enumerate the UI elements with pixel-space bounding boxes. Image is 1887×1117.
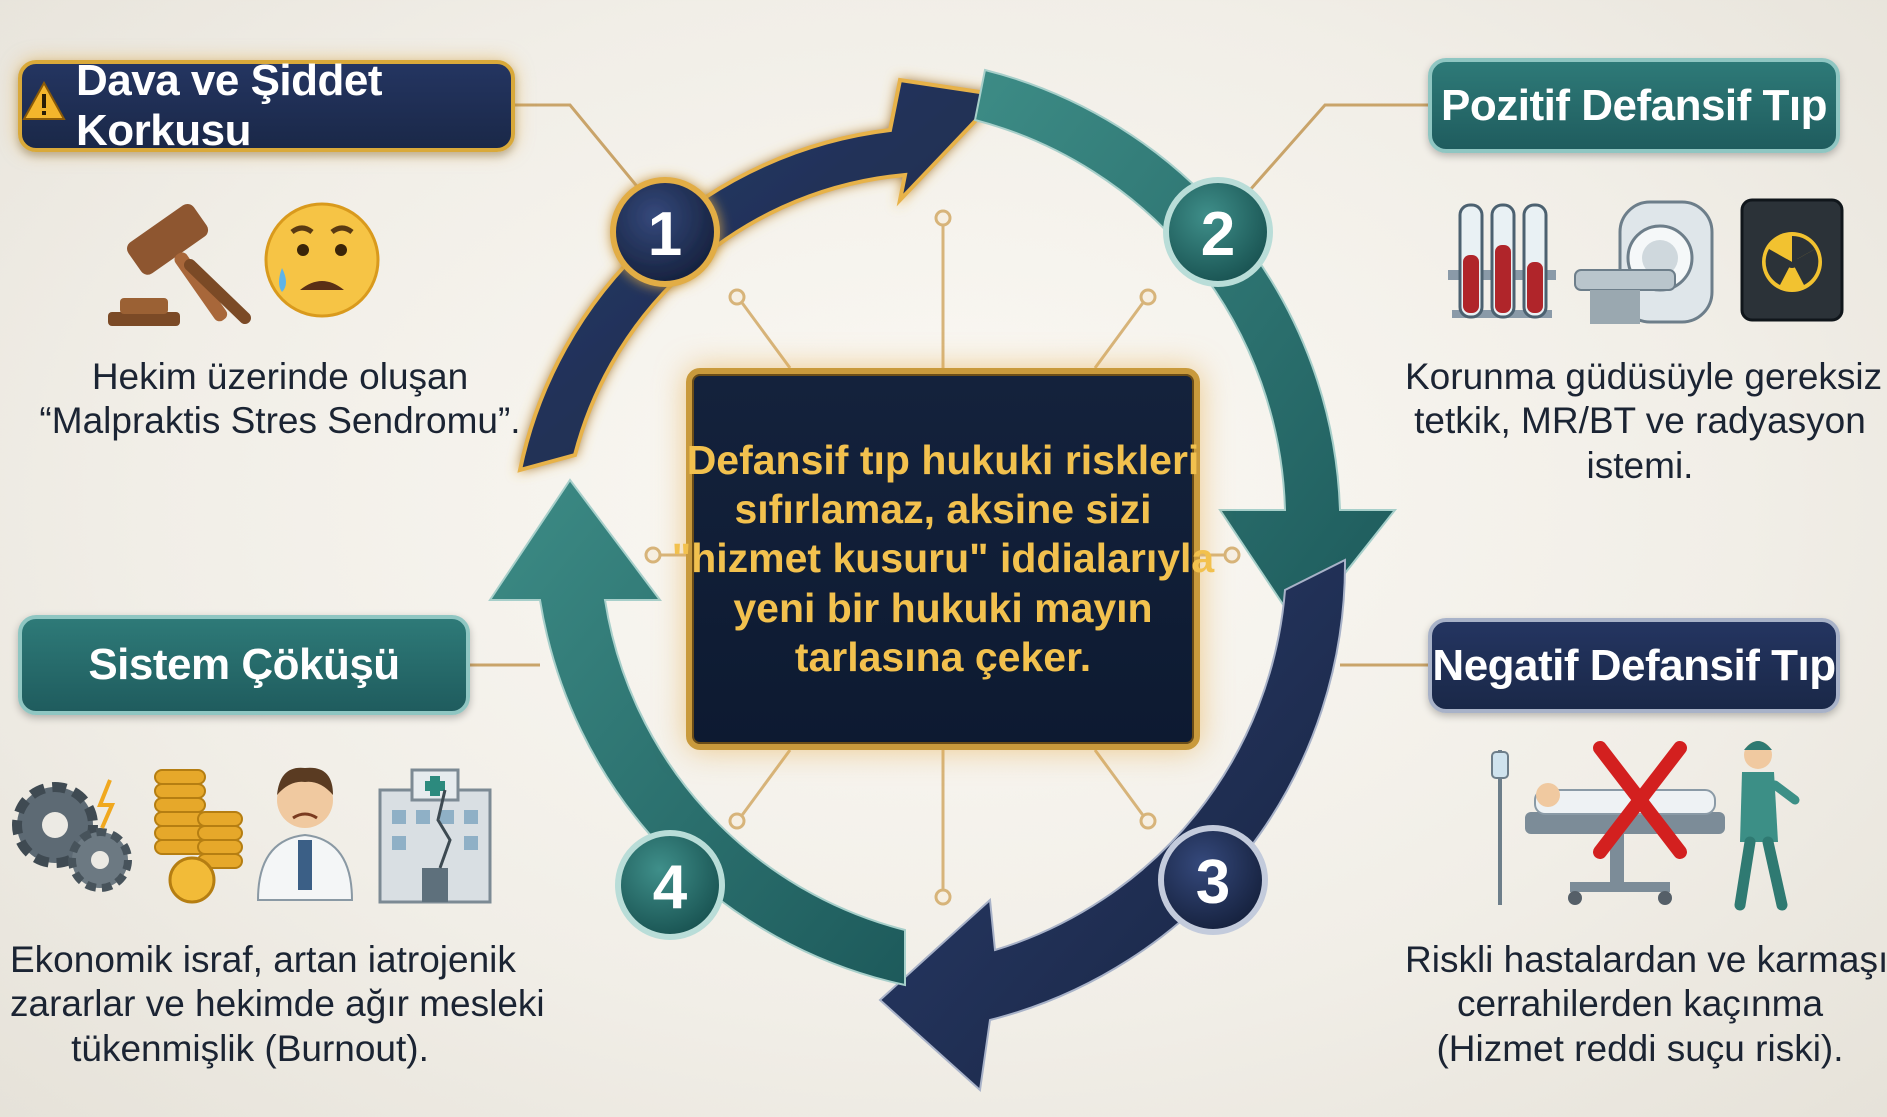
stressed-doctor-icon	[256, 767, 354, 901]
step-3-description: Riskli hastalardan ve karmaşık cerrahile…	[1405, 938, 1887, 1071]
step-2-title-text: Pozitif Defansif Tıp	[1441, 80, 1828, 130]
center-message-line: "hizmet kusuru" iddialarıyla	[671, 535, 1215, 582]
connector-2	[1248, 103, 1428, 191]
gavel-icon	[108, 203, 251, 326]
patient-bed-crossed-icon	[1491, 741, 1725, 905]
step-1-description-line: “Malpraktis Stres Sendromu”.	[39, 400, 521, 442]
step-1-title: Dava ve Şiddet Korkusu	[18, 56, 515, 155]
center-message-line: Defansif tıp hukuki riskleri	[686, 437, 1200, 484]
step-1-title-text: Dava ve Şiddet Korkusu	[76, 56, 383, 155]
step-4-description-line: Ekonomik israf, artan iatrojenik	[10, 939, 516, 980]
center-message-line: sıfırlamaz, aksine sizi	[734, 486, 1152, 533]
warning-icon	[22, 80, 66, 132]
step-4-description-line: tükenmişlik (Burnout).	[71, 1027, 429, 1069]
step-2-description: Korunma güdüsüyle gereksiz tetkik, MR/BT…	[1405, 355, 1883, 488]
broken-gears-icon	[12, 779, 132, 892]
step-3-title: Negatif Defansif Tıp	[1428, 618, 1840, 713]
step-1-description: Hekim üzerinde oluşan “Malpraktis Stres …	[30, 355, 530, 444]
step-4-description: Ekonomik israf, artan iatrojenik zararla…	[10, 938, 545, 1071]
step-2-description-line: istemi.	[1586, 444, 1694, 486]
surgeon-walking-away-icon	[1734, 741, 1800, 911]
center-message-line: yeni bir hukuki mayın	[733, 584, 1153, 631]
coin-stacks-icon	[154, 769, 243, 904]
cracked-hospital-icon	[378, 768, 492, 904]
connector-lines	[470, 103, 1428, 667]
step-3-description-line: (Hizmet reddi suçu riski).	[1436, 1027, 1844, 1069]
badge-1: 1	[610, 177, 720, 287]
ring-arrow-1	[517, 77, 1005, 473]
connector-1	[515, 103, 642, 191]
ring-arrow-4	[488, 478, 906, 987]
center-message-box: Defansif tıp hukuki riskleri sıfırlamaz,…	[672, 368, 1214, 750]
step-4-title: Sistem Çöküşü	[18, 615, 470, 715]
step-3-title-text: Negatif Defansif Tıp	[1432, 640, 1836, 690]
badge-3: 3	[1158, 825, 1268, 935]
mri-scanner-icon	[1574, 200, 1714, 324]
ring-arrow-3	[878, 558, 1347, 1092]
badge-4-number: 4	[653, 853, 688, 922]
decor-spokes	[655, 220, 1230, 895]
step-2-title: Pozitif Defansif Tıp	[1428, 58, 1840, 153]
center-message-line: tarlasına çeker.	[794, 633, 1092, 680]
badge-4: 4	[615, 830, 725, 940]
ring-arrow-2	[973, 68, 1398, 632]
step-3-description-line: Riskli hastalardan ve karmaşık	[1405, 939, 1887, 980]
test-tubes-icon	[1448, 203, 1556, 319]
badge-2-number: 2	[1201, 200, 1235, 269]
badge-1-number: 1	[648, 200, 682, 269]
step-2-description-line: Korunma güdüsüyle gereksiz	[1405, 356, 1883, 397]
decor-spoke-dots	[644, 209, 1241, 906]
step-4-description-line: zararlar ve hekimde ağır mesleki	[10, 983, 545, 1025]
step-3-description-line: cerrahilerden kaçınma	[1456, 983, 1824, 1025]
badge-3-number: 3	[1196, 848, 1230, 917]
badge-2: 2	[1163, 177, 1273, 287]
radiation-icon	[1740, 198, 1844, 322]
anxious-face-icon	[264, 202, 380, 318]
step-1-description-line: Hekim üzerinde oluşan	[91, 356, 469, 397]
step-4-title-text: Sistem Çöküşü	[88, 640, 400, 689]
step-2-description-line: tetkik, MR/BT ve radyasyon	[1414, 400, 1866, 442]
